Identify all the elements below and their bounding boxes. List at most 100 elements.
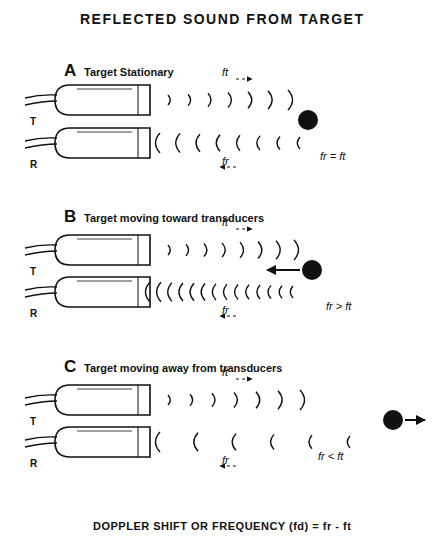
transducer-body xyxy=(55,235,150,265)
frequency-label: ft xyxy=(222,366,228,378)
sound-wave xyxy=(237,135,240,150)
sound-wave xyxy=(309,435,312,449)
sound-wave xyxy=(257,285,260,299)
transducer-body xyxy=(55,128,150,158)
transducer-label: R xyxy=(30,308,37,319)
panel-heading: Target Stationary xyxy=(84,66,174,78)
cable xyxy=(25,245,57,248)
sound-wave xyxy=(176,134,180,153)
cable xyxy=(25,101,57,105)
sound-wave xyxy=(168,245,170,255)
sound-wave xyxy=(256,392,260,409)
sound-wave xyxy=(240,242,244,258)
sound-wave xyxy=(179,283,183,301)
sound-wave xyxy=(190,394,193,406)
transducer-body xyxy=(55,85,150,115)
sound-wave xyxy=(234,393,237,408)
sound-wave xyxy=(290,286,293,298)
motion-arrow xyxy=(405,419,425,421)
frequency-label: fr xyxy=(222,155,229,167)
sound-wave xyxy=(156,432,161,452)
transducer-highlight xyxy=(77,389,132,390)
transducer-highlight xyxy=(77,132,132,133)
motion-arrow xyxy=(267,269,300,271)
sound-wave xyxy=(297,137,300,149)
sound-wave xyxy=(168,283,172,302)
sound-wave xyxy=(190,283,194,301)
sound-wave xyxy=(268,285,271,298)
target xyxy=(302,260,322,280)
panel-heading: Target moving toward transducers xyxy=(84,212,264,224)
direction-arrow xyxy=(236,379,252,380)
sound-wave xyxy=(222,243,225,257)
diagram-title: REFLECTED SOUND FROM TARGET xyxy=(80,12,364,27)
sound-wave xyxy=(188,94,191,106)
sound-wave xyxy=(258,241,262,258)
frequency-label: ft xyxy=(222,216,228,228)
frequency-label: fr xyxy=(222,454,229,466)
sound-wave xyxy=(246,285,249,299)
sound-wave xyxy=(194,433,198,451)
cable xyxy=(25,293,57,297)
cable xyxy=(25,437,57,440)
sound-wave xyxy=(208,93,211,106)
direction-arrow xyxy=(236,229,252,230)
sound-wave xyxy=(278,391,282,409)
sound-wave xyxy=(228,93,231,108)
caption: DOPPLER SHIFT OR FREQUENCY (fd) = fr - f… xyxy=(93,520,351,532)
transducer-ring xyxy=(138,235,139,265)
sound-wave xyxy=(223,284,227,300)
sound-wave xyxy=(232,434,236,451)
transducer-ring xyxy=(138,427,139,457)
sound-wave xyxy=(271,434,274,449)
transducer-ring xyxy=(138,128,139,158)
sound-wave xyxy=(300,390,305,410)
sound-wave xyxy=(146,282,151,302)
sound-wave xyxy=(257,136,260,150)
sound-wave xyxy=(276,241,280,260)
frequency-relation: fr > ft xyxy=(326,300,351,312)
sound-wave xyxy=(157,282,161,301)
sound-wave xyxy=(277,136,280,149)
transducer-label: R xyxy=(30,159,37,170)
sound-wave xyxy=(347,436,350,448)
transducer-highlight xyxy=(77,281,132,282)
panel-letter: C xyxy=(64,358,76,377)
target xyxy=(383,410,403,430)
cable xyxy=(25,401,57,405)
transducer-label: T xyxy=(30,266,36,277)
transducer-body xyxy=(55,427,150,457)
sound-wave xyxy=(279,286,282,299)
frequency-relation: fr < ft xyxy=(318,450,343,462)
target xyxy=(298,110,318,130)
cable xyxy=(25,95,57,98)
cable xyxy=(25,395,57,398)
transducer-ring xyxy=(138,277,139,307)
cable xyxy=(25,138,57,141)
transducer-body xyxy=(55,277,150,307)
frequency-label: fr xyxy=(222,304,229,316)
frequency-label: ft xyxy=(222,66,228,78)
sound-wave xyxy=(216,135,220,152)
sound-wave xyxy=(168,95,170,105)
panel-letter: B xyxy=(64,208,76,227)
cable xyxy=(25,251,57,255)
cable xyxy=(25,144,57,148)
sound-wave xyxy=(168,395,170,405)
transducer-label: T xyxy=(30,116,36,127)
transducer-ring xyxy=(138,85,139,115)
transducer-highlight xyxy=(77,431,132,432)
sound-wave xyxy=(288,90,293,110)
transducer-body xyxy=(55,385,150,415)
sound-wave xyxy=(212,393,215,406)
transducer-ring xyxy=(138,385,139,415)
panel-letter: A xyxy=(64,62,76,81)
sound-wave xyxy=(294,240,299,260)
panel-heading: Target moving away from transducers xyxy=(84,362,282,374)
transducer-label: T xyxy=(30,416,36,427)
frequency-relation: fr = ft xyxy=(320,150,345,162)
sound-wave xyxy=(248,92,252,109)
sound-wave xyxy=(201,284,205,301)
transducer-highlight xyxy=(77,239,132,240)
sound-wave xyxy=(204,244,207,257)
